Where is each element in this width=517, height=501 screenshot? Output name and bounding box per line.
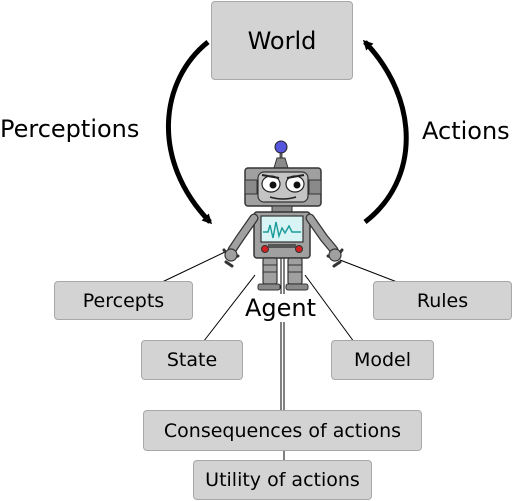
model-box: Model: [331, 340, 434, 380]
percepts-box: Percepts: [54, 281, 193, 320]
agent-label: Agent: [243, 294, 319, 322]
rules-box: Rules: [373, 281, 512, 320]
perceptions-arrow: [166, 40, 213, 225]
state-label: State: [166, 349, 218, 371]
antenna-ball: [274, 140, 288, 154]
state-box: State: [141, 340, 243, 380]
utility-label: Utility of actions: [205, 469, 360, 491]
perceptions-label: Perceptions: [0, 115, 140, 143]
actions-label: Actions: [422, 117, 510, 145]
actions-arrow: [362, 39, 409, 224]
percepts-connector: [157, 251, 226, 285]
percepts-label: Percepts: [82, 289, 165, 312]
consequences-label: Consequences of actions: [163, 419, 402, 442]
rules-label: Rules: [416, 289, 469, 312]
state-connector: [199, 274, 256, 347]
world-label: World: [247, 26, 317, 55]
consequences-box: Consequences of actions: [143, 410, 422, 451]
world-box: World: [211, 1, 353, 80]
model-label: Model: [353, 349, 412, 371]
utility-box: Utility of actions: [193, 460, 372, 500]
model-connector: [304, 274, 358, 347]
